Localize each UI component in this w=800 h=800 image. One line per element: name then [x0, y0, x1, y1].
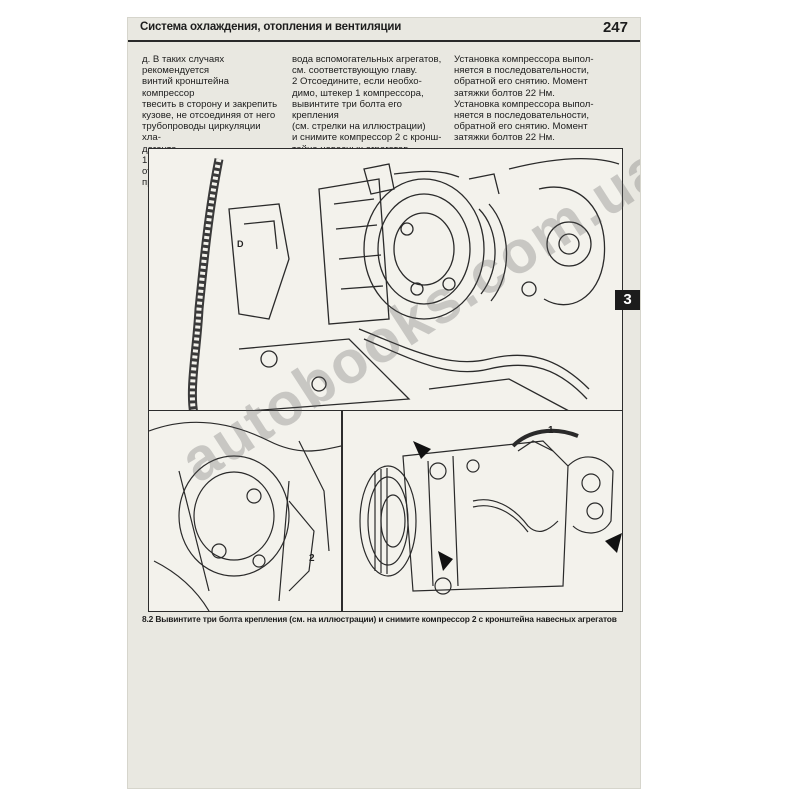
page-number: 247: [602, 19, 628, 36]
compressor-mount-drawing: 2: [149, 421, 341, 611]
arrow-upper-left: [413, 441, 431, 459]
text-column-3: Установка компрессора выпол- няется в по…: [454, 54, 594, 144]
figure-caption: 8.2 Вывинтите три болта крепления (см. н…: [142, 614, 617, 624]
callout-d: D: [237, 239, 244, 249]
removed-compressor-drawing: 1: [359, 425, 622, 595]
book-page: Система охлаждения, отопления и вентиляц…: [128, 18, 640, 788]
removed-compressor-illustration: 1: [342, 410, 623, 612]
arrow-markers: [413, 441, 622, 571]
callout-1: 1: [548, 425, 554, 436]
engine-bay-illustration: D: [148, 148, 623, 415]
arrow-right: [605, 533, 622, 553]
callout-2: 2: [309, 553, 315, 564]
running-header: Система охлаждения, отопления и вентиляц…: [128, 18, 640, 42]
text-column-2: вода вспомогательных агрегатов, см. соот…: [292, 54, 442, 155]
section-tab: 3: [615, 290, 640, 310]
section-title: Система охлаждения, отопления и вентиляц…: [140, 21, 402, 33]
arrow-lower: [438, 551, 453, 571]
compressor-mount-illustration: 2: [148, 410, 342, 612]
engine-bay-drawing: D: [187, 157, 620, 414]
